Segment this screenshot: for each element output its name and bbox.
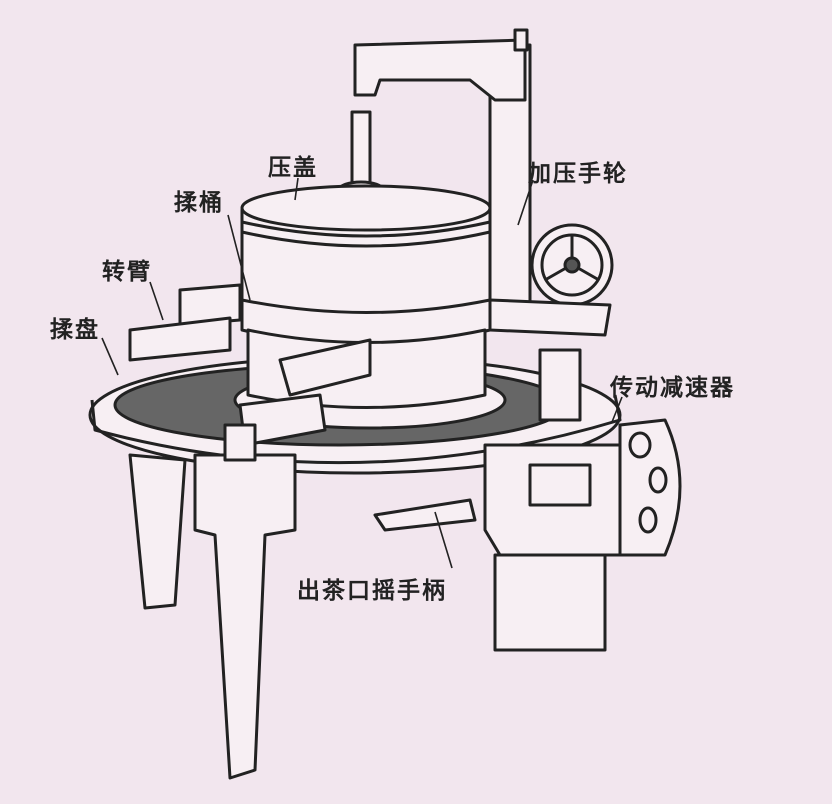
label-rolling-barrel: 揉桶 [174,189,224,216]
gearbox-drawing [373,348,682,652]
leader-lines [101,177,623,569]
label-rotating-arm: 转臂 [102,258,152,285]
label-pressure-lid: 压盖 [268,154,318,181]
label-rolling-plate: 揉盘 [50,316,100,343]
label-pressure-handwheel: 加压手轮 [528,160,628,187]
handwheel-drawing [530,223,614,307]
rotating-arms-drawing [128,283,612,447]
legs-drawing [128,423,297,780]
label-tea-outlet-crank: 出茶口摇手柄 [297,577,447,604]
label-transmission-reducer: 传动减速器 [610,374,735,401]
